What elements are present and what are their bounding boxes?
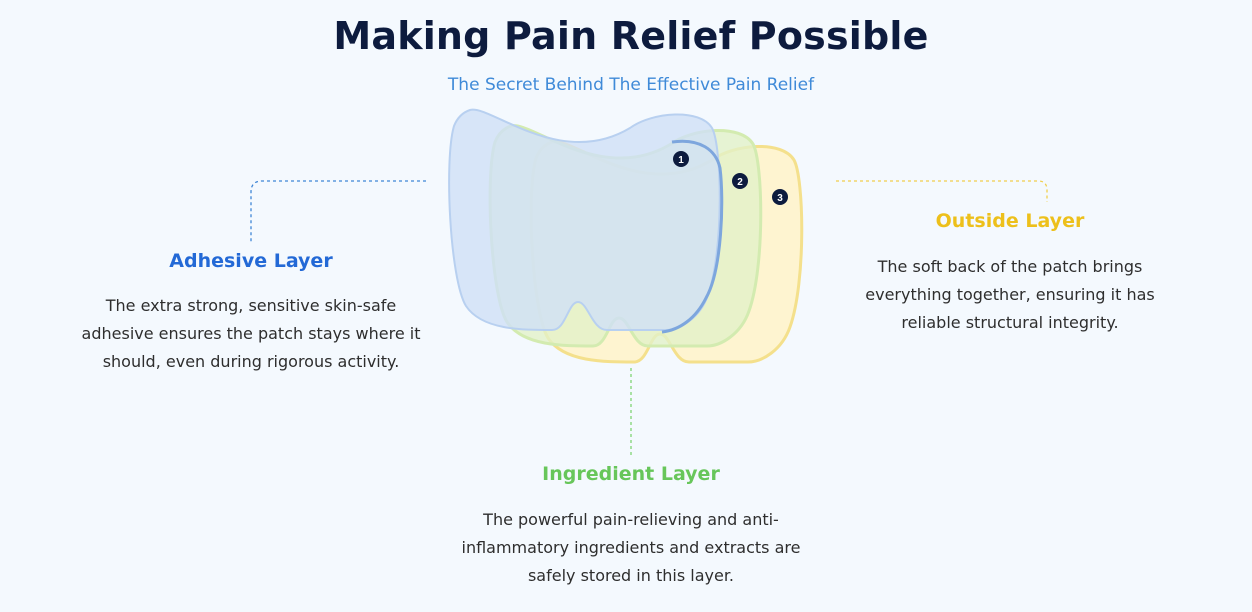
page-title: Making Pain Relief Possible <box>333 14 929 58</box>
adhesive-layer-title: Adhesive Layer <box>169 250 333 272</box>
adhesive-layer-description: The extra strong, sensitive skin-safe ad… <box>81 296 421 371</box>
marker-2: 2 <box>732 173 748 189</box>
marker-3-label: 3 <box>777 193 783 204</box>
ingredient-layer-title: Ingredient Layer <box>542 463 720 485</box>
outside-layer-description: The soft back of the patch brings everyt… <box>865 257 1155 332</box>
marker-3: 3 <box>772 189 788 205</box>
ingredient-layer-description: The powerful pain-relieving and anti-inf… <box>461 510 801 585</box>
adhesive-layer-shape <box>448 108 724 334</box>
adhesive-connector-line <box>250 180 426 242</box>
marker-1-label: 1 <box>678 155 684 166</box>
marker-1: 1 <box>673 151 689 167</box>
page-subtitle: The Secret Behind The Effective Pain Rel… <box>447 75 815 95</box>
outside-layer-title: Outside Layer <box>935 210 1085 232</box>
marker-2-label: 2 <box>737 177 743 188</box>
outside-connector-line <box>836 180 1048 202</box>
